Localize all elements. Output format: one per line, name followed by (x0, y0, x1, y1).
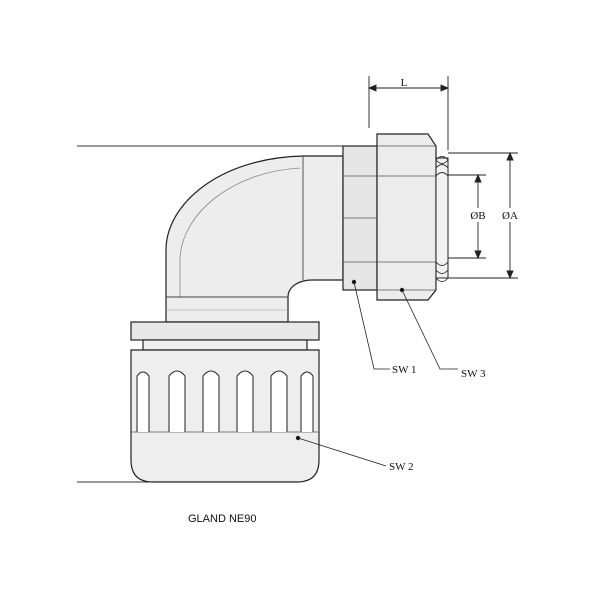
grip-slot (270, 370, 288, 432)
grip-slot (202, 370, 220, 432)
sw3-leader-line (401, 289, 458, 370)
dimension-a-arrow-top (506, 151, 514, 161)
hex-nut-sw3 (376, 133, 437, 301)
dimension-l (367, 76, 450, 150)
sw2-leader-line (297, 437, 387, 467)
threaded-spigot (435, 156, 449, 282)
callout-sw3-label: SW 3 (461, 368, 486, 380)
grip-slot (136, 371, 150, 432)
hex-nut-sw3-body (376, 133, 437, 301)
dimension-b-arrow-bottom (474, 250, 482, 260)
callout-sw1-label: SW 1 (392, 364, 417, 376)
dimension-a-arrow-bottom (506, 270, 514, 280)
union-nut-body (130, 349, 320, 483)
union-nut-collar (142, 339, 308, 351)
callout-sw2-label: SW 2 (389, 461, 414, 473)
hex-nut-sw1 (342, 145, 378, 291)
elbow-inner-curve (179, 167, 301, 298)
dimension-l-arrow-right (440, 84, 450, 92)
callout-leaders (295, 279, 458, 467)
grip-slot (168, 370, 186, 432)
dimension-b-arrow-top (474, 173, 482, 183)
dimension-a-label-bg (498, 208, 522, 222)
grip-slot (300, 371, 314, 432)
union-nut-sw2 (130, 321, 320, 483)
dimension-l-label: L (401, 77, 408, 89)
sw1-leader-line (353, 281, 390, 370)
dimension-a-label: ØA (502, 210, 518, 222)
spigot-body (435, 157, 449, 279)
union-nut-cap (130, 321, 320, 341)
dimension-b-label-bg (466, 208, 490, 222)
dimension-l-arrow-left (367, 84, 377, 92)
grip-slot (236, 370, 254, 432)
elbow-body (165, 155, 344, 323)
grip-slots (136, 370, 314, 432)
dimension-b-label: ØB (470, 210, 485, 222)
drawing-caption: GLAND NE90 (188, 513, 256, 525)
